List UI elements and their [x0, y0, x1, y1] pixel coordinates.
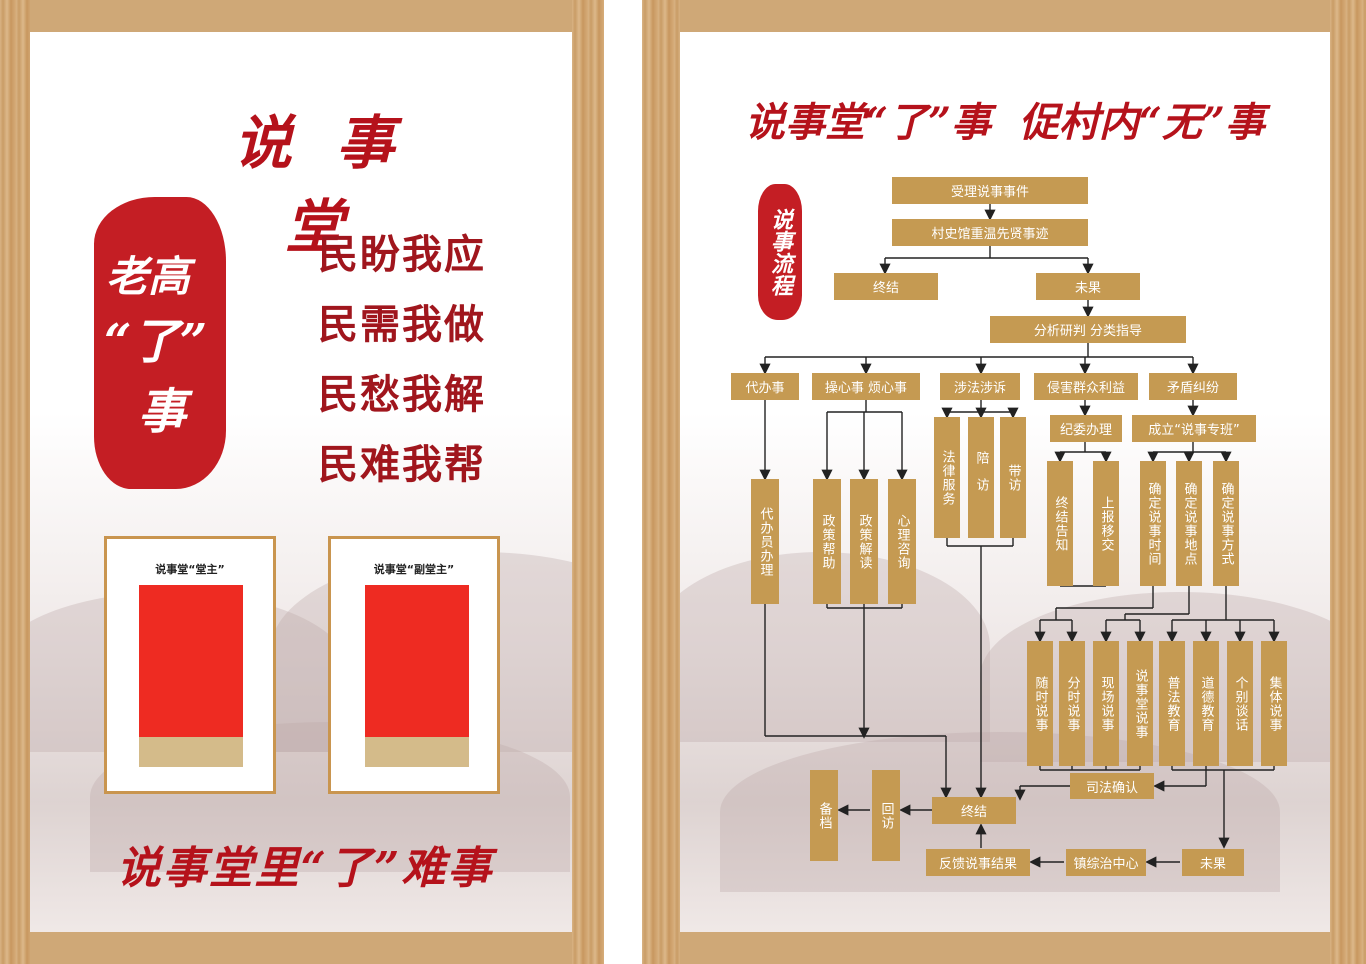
- node-end: 终结: [932, 797, 1016, 824]
- node-method-anytime: 随时说事: [1027, 641, 1053, 766]
- wood-border-right-panel-left: [642, 0, 680, 964]
- node-report-transfer: 上报移交: [1093, 461, 1119, 586]
- photo-nameplate: [365, 737, 469, 767]
- node-cat-interest: 侵害群众利益: [1034, 373, 1138, 400]
- node-cat-concern: 操心事 烦心事: [812, 373, 920, 400]
- right-board: 说事堂“了”事 促村内“无”事 说事流程: [680, 32, 1330, 932]
- node-feedback: 反馈说事结果: [926, 849, 1030, 876]
- panel-gap: [604, 0, 642, 964]
- node-end-top: 终结: [834, 273, 938, 300]
- node-town-center: 镇综治中心: [1066, 849, 1146, 876]
- node-group-talk: 集体说事: [1261, 641, 1287, 766]
- flow-title: 说事堂“了”事 促村内“无”事: [745, 99, 1265, 146]
- seal-text-line3: 事: [138, 384, 187, 440]
- flow-badge: 说事流程: [758, 184, 802, 320]
- photo-nameplate: [139, 737, 243, 767]
- node-counseling: 心理咨询: [888, 479, 916, 604]
- node-archive: 备档: [810, 770, 838, 861]
- wood-border-left-panel-right: [572, 0, 604, 964]
- wood-border-left: [0, 0, 30, 964]
- node-edu-moral: 道德教育: [1193, 641, 1219, 766]
- node-legal-service: 法律服务: [934, 417, 960, 538]
- node-cat-dispute: 矛盾纠纷: [1149, 373, 1237, 400]
- slogan-4: 民难我帮: [318, 442, 486, 488]
- node-individual-talk: 个别谈话: [1227, 641, 1253, 766]
- slogan-3: 民愁我解: [318, 372, 486, 418]
- photo-placeholder: [365, 585, 469, 737]
- node-accompany-visit: 陪访: [968, 417, 994, 538]
- node-discipline: 纪委办理: [1050, 415, 1122, 442]
- node-accept: 受理说事事件: [892, 177, 1088, 204]
- node-method-scheduled: 分时说事: [1059, 641, 1085, 766]
- photo-caption: 说事堂“副堂主”: [373, 563, 455, 576]
- seal-stamp: 老高 “了” 事: [94, 197, 226, 489]
- node-set-method: 确定说事方式: [1213, 461, 1239, 586]
- slogan-1: 民盼我应: [318, 232, 486, 278]
- board-title: 说 事 堂: [233, 109, 407, 261]
- node-cat-legal: 涉法涉诉: [940, 373, 1020, 400]
- node-proxy-handle: 代办员办理: [751, 479, 779, 604]
- node-cat-proxy: 代办事: [731, 373, 799, 400]
- photo-caption: 说事堂“堂主”: [155, 563, 225, 576]
- node-edu-law: 普法教育: [1159, 641, 1185, 766]
- wood-border-right: [1330, 0, 1366, 964]
- node-history: 村史馆重温先贤事迹: [892, 219, 1088, 246]
- node-unresolved: 未果: [1182, 849, 1244, 876]
- slogan-2: 民需我做: [318, 302, 486, 348]
- board-footer-slogan: 说事堂里“了”难事: [116, 843, 494, 894]
- photo-frame-host: 说事堂“堂主”: [104, 536, 276, 794]
- node-revisit: 回访: [872, 770, 900, 861]
- photo-placeholder: [139, 585, 243, 737]
- node-notify-end: 终结告知: [1047, 461, 1073, 586]
- left-board: 说 事 堂 老高 “了” 事 民盼我应 民需我做 民愁我解 民难我帮 说事堂“堂…: [30, 32, 572, 932]
- node-policy-help: 政策帮助: [813, 479, 841, 604]
- node-set-place: 确定说事地点: [1176, 461, 1202, 586]
- photo-frame-deputy: 说事堂“副堂主”: [328, 536, 500, 794]
- node-unresolved-top: 未果: [1036, 273, 1140, 300]
- node-policy-explain: 政策解读: [850, 479, 878, 604]
- node-analyze: 分析研判 分类指导: [990, 316, 1186, 343]
- node-special-team: 成立“说事专班”: [1132, 415, 1256, 442]
- seal-text-line2: “了”: [104, 314, 208, 370]
- node-method-hall: 说事堂说事: [1127, 641, 1153, 766]
- seal-text-line1: 老高: [106, 252, 191, 301]
- node-lead-visit: 带访: [1000, 417, 1026, 538]
- node-method-onsite: 现场说事: [1093, 641, 1119, 766]
- node-set-time: 确定说事时间: [1140, 461, 1166, 586]
- node-judicial-confirm: 司法确认: [1070, 773, 1154, 799]
